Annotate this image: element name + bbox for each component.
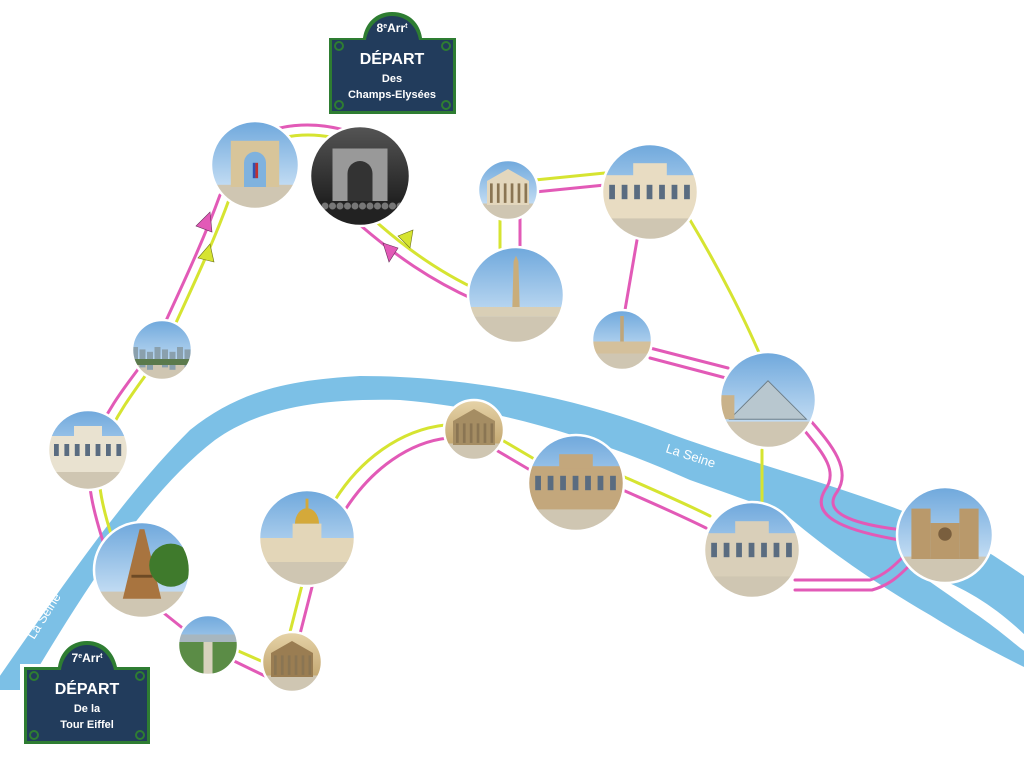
photo-frame (209, 119, 301, 211)
photo-frame (442, 398, 506, 462)
palace-icon (48, 410, 128, 490)
route-orsay-institut (616, 474, 712, 530)
temple-icon (478, 160, 538, 220)
champs-line2: Champs-Elysées (348, 89, 436, 101)
landmark-opera-garnier (600, 142, 700, 242)
route-invalides-assemblee (333, 423, 450, 512)
champs-title: DÉPART (360, 49, 425, 68)
photo-frame (46, 408, 130, 492)
facade-icon (262, 632, 322, 692)
photo-frame (702, 500, 802, 600)
route-louvre-notredame (798, 418, 905, 542)
route-assemblee-orsay (494, 438, 538, 472)
landmark-madeleine (476, 158, 540, 222)
obelisk-icon (468, 247, 564, 343)
photo-frame (308, 124, 412, 228)
landmark-champs-elysees-night (308, 124, 412, 228)
photo-frame (476, 158, 540, 222)
route-invalides-ecole (288, 583, 314, 636)
landmark-notre-dame (895, 485, 995, 585)
photo-frame (260, 630, 324, 694)
landmark-champ-de-mars (176, 613, 240, 677)
arrow-yellow-up-icon (197, 243, 215, 263)
champs-line1: Des (382, 73, 402, 85)
landmarks (46, 119, 995, 694)
arrow-pink-down-icon (382, 242, 399, 263)
route-madeleine-opera (533, 171, 607, 194)
dome-icon (259, 490, 355, 586)
garden-icon (178, 615, 238, 675)
sign-depart-champs-elysees: 8eArrt DÉPART Des Champs-Elysées (325, 8, 460, 118)
column-icon (592, 310, 652, 370)
clock-building-icon (528, 435, 624, 531)
photo-frame (590, 308, 654, 372)
arrow-yellow-down-icon (397, 229, 414, 249)
landmark-institut (702, 500, 802, 600)
landmark-trocadero-view (130, 318, 194, 382)
colonnade-icon (444, 400, 504, 460)
photo-frame (600, 142, 700, 242)
photo-frame (257, 488, 357, 588)
route-left-arc (87, 193, 232, 570)
landmark-louvre-pyramid (718, 350, 818, 450)
landmark-orsay (526, 433, 626, 533)
direction-arrows (195, 211, 414, 263)
photo-frame (176, 613, 240, 677)
champs-arr: 8eArrt (377, 21, 409, 35)
photo-frame (526, 433, 626, 533)
arrow-pink-up-icon (195, 211, 213, 233)
eiffel-line1: De la (74, 703, 101, 715)
photo-frame (895, 485, 995, 585)
route-concorde-madeleine (498, 213, 522, 250)
river-lower-branch (775, 490, 1024, 667)
landmark-concorde-obelisk (466, 245, 566, 345)
pyramid-icon (720, 352, 816, 448)
route-opera-louvre (688, 218, 762, 357)
landmark-invalides (257, 488, 357, 588)
eiffel-line2: Tour Eiffel (60, 719, 114, 731)
landmark-assemblee-nationale (442, 398, 506, 462)
building-icon (704, 502, 800, 598)
landmark-ecole-militaire (260, 630, 324, 694)
opera-icon (602, 144, 698, 240)
photo-frame (718, 350, 818, 450)
photo-frame (130, 318, 194, 382)
landmark-eiffel-tower (92, 520, 192, 620)
eiffel-arr: 7eArrt (72, 651, 104, 665)
landmark-place-vendome (590, 308, 654, 372)
route-opera-vendome (623, 238, 639, 312)
photo-frame (466, 245, 566, 345)
eiffel-title: DÉPART (55, 679, 120, 698)
photo-frame (92, 520, 192, 620)
route-vendome-louvre (648, 346, 730, 380)
route-champs-concorde (358, 216, 484, 302)
landmark-trocadero (46, 408, 130, 492)
sign-depart-tour-eiffel: 7eArrt DÉPART De la Tour Eiffel (20, 637, 154, 748)
